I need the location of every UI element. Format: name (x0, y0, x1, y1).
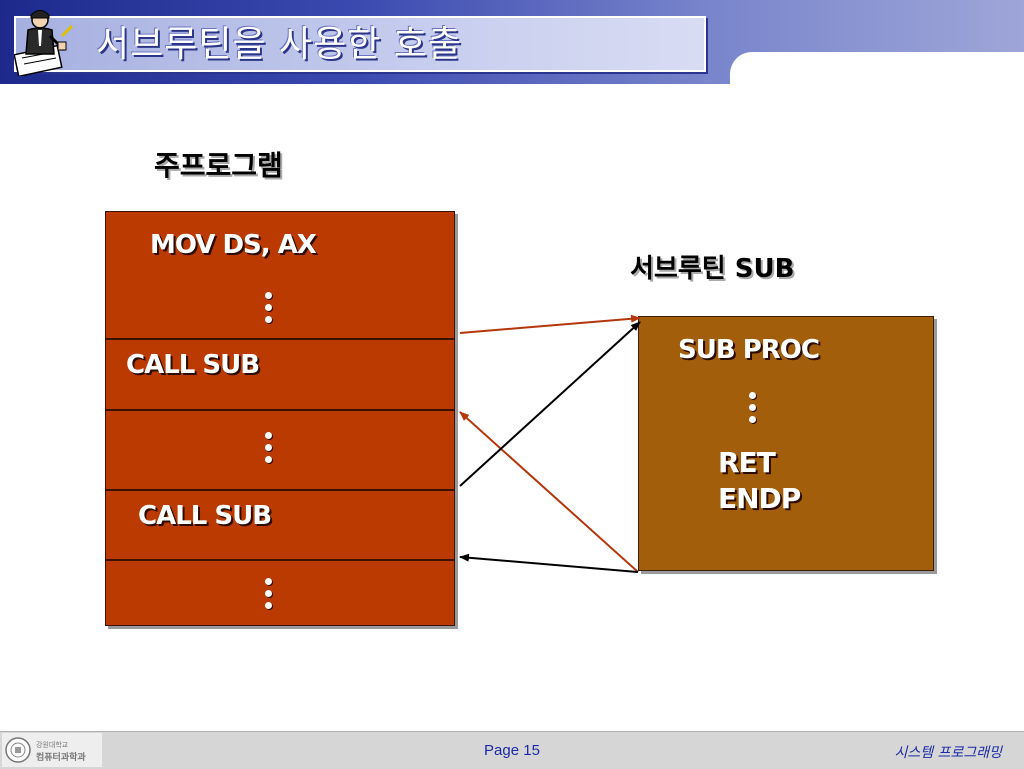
writer-clipart-icon (14, 10, 74, 76)
call-arrow-1 (459, 314, 641, 334)
main-block-call-1 (105, 339, 455, 410)
return-arrow-2 (459, 553, 639, 573)
ellipsis-dots-2 (262, 432, 274, 468)
subroutine-block (638, 316, 934, 571)
call-sub-instruction-1: CALL SUB (126, 350, 260, 380)
university-logo: 강원대학교 컴퓨터과학과 (2, 733, 102, 767)
slide-title: 서브루틴을 사용한 호출 (96, 24, 463, 65)
main-block-end (105, 560, 455, 626)
call-sub-instruction-2: CALL SUB (138, 501, 272, 531)
mov-instruction: MOV DS, AX (150, 230, 317, 260)
subroutine-label: 서브루틴 SUB (630, 254, 795, 284)
svg-text:강원대학교: 강원대학교 (36, 740, 69, 749)
sub-proc-instruction: SUB PROC (678, 335, 820, 365)
endp-instruction: ENDP (718, 482, 801, 515)
return-arrow-1 (459, 411, 639, 573)
main-block-call-2 (105, 490, 455, 560)
call-arrow-2 (459, 321, 641, 487)
page-number: Page 15 (484, 742, 540, 759)
ellipsis-dots-3 (262, 578, 274, 614)
slide-footer (0, 731, 1024, 769)
ellipsis-dots-1 (262, 292, 274, 328)
main-block-middle (105, 410, 455, 490)
svg-text:컴퓨터과학과: 컴퓨터과학과 (36, 751, 86, 763)
course-name: 시스템 프로그래밍 (894, 745, 1003, 761)
header-tab-shape (730, 52, 1024, 86)
ellipsis-dots-sub (746, 392, 758, 428)
title-box (14, 16, 706, 72)
ret-instruction: RET (718, 446, 776, 479)
main-block-mov (105, 211, 455, 339)
main-program-label: 주프로그램 (154, 149, 283, 182)
